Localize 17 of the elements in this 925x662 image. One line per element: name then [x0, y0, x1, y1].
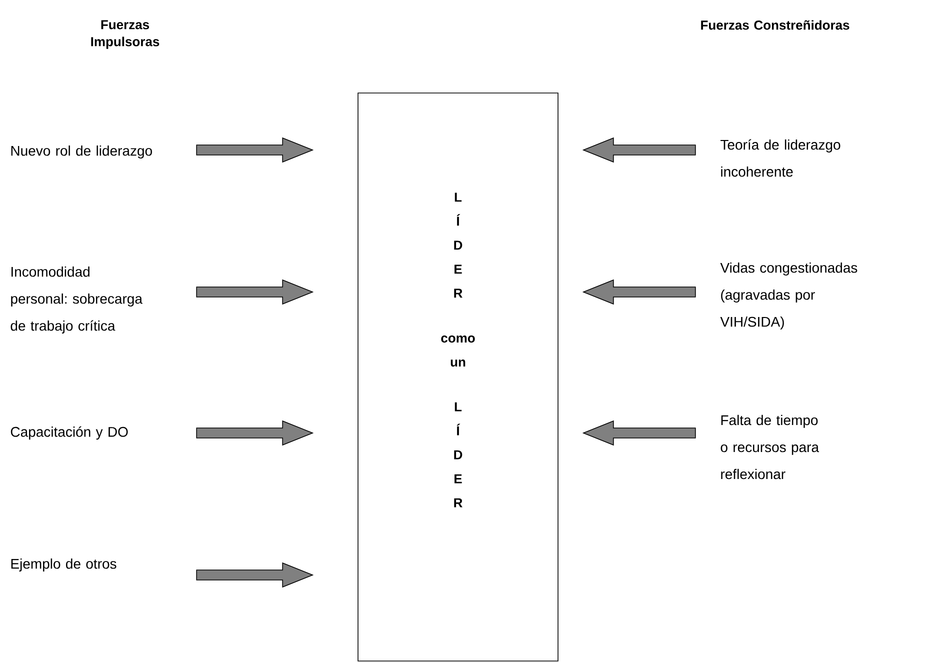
heading: Fuerzas Constreñidoras: [701, 20, 850, 30]
force-text: Falta de tiempo o recursos para reflexionar: [720, 414, 820, 480]
force-text: Nuevo rol de liderazgo: [11, 145, 152, 159]
block-arrow: [196, 279, 314, 305]
block-arrow: [196, 420, 314, 446]
block-arrow: [582, 137, 696, 163]
block-arrow: [196, 562, 314, 588]
block-arrow: [196, 137, 314, 163]
force-text: Capacitación y DO: [10, 426, 128, 440]
force-text: Teoría de liderazgo incoherente: [720, 139, 840, 177]
block-arrow: [582, 420, 696, 446]
force-text: Vidas congestionadas (agravadas por VIH/SIDA): [720, 262, 858, 330]
leader-box: L Í D E R como un L Í D E R: [358, 92, 558, 662]
heading: Fuerzas Impulsoras: [91, 20, 160, 49]
force-text: Ejemplo de otros: [11, 558, 116, 572]
force-text: Incomodidad personal: sobrecarga de trabajo crítica: [10, 266, 142, 334]
block-arrow: [582, 279, 696, 305]
